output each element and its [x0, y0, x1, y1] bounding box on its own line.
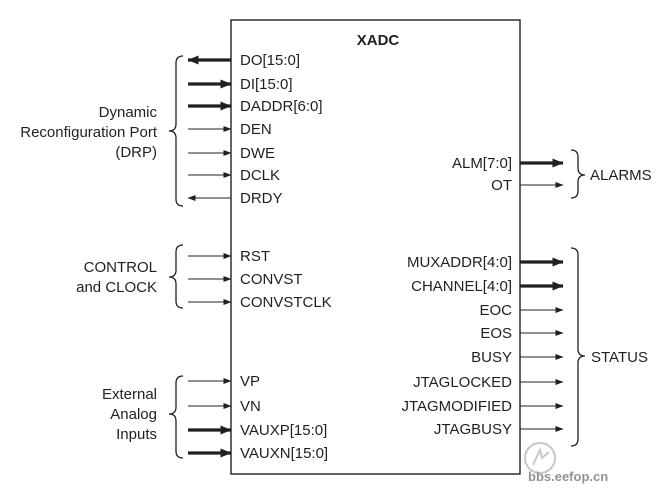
- port-vauxn-label: VAUXN[15:0]: [240, 445, 328, 462]
- watermark-logo-bolt: [532, 447, 550, 466]
- block-title: XADC: [357, 32, 400, 49]
- analog-label-line-2: Analog: [110, 406, 157, 423]
- drp-label-line-1: Dynamic: [99, 104, 158, 121]
- xadc-block: [230, 19, 521, 475]
- port-den-label: DEN: [240, 121, 272, 138]
- port-alm-label: ALM[7:0]: [452, 155, 512, 172]
- port-convstclk-label: CONVSTCLK: [240, 294, 332, 311]
- port-ot-label: OT: [491, 177, 512, 194]
- port-eoc-label: EOC: [479, 302, 512, 319]
- status-brace: [570, 247, 586, 447]
- port-busy-label: BUSY: [471, 349, 512, 366]
- port-dclk-label: DCLK: [240, 167, 280, 184]
- port-muxaddr-label: MUXADDR[4:0]: [407, 254, 512, 271]
- port-jtaglocked-label: JTAGLOCKED: [413, 374, 512, 391]
- port-jtagbusy-label: JTAGBUSY: [434, 421, 512, 438]
- port-vn-label: VN: [240, 398, 261, 415]
- drp-brace: [168, 55, 184, 207]
- status-label: STATUS: [591, 349, 648, 366]
- analog-brace: [168, 375, 184, 459]
- port-convst-label: CONVST: [240, 271, 303, 288]
- alarms-brace: [570, 149, 586, 199]
- port-group: DO[15:0] DI[15:0] DADDR[6:0] DEN DWE DCLK DRDY…: [187, 52, 564, 462]
- port-di-label: DI[15:0]: [240, 76, 293, 93]
- port-vauxp-label: VAUXP[15:0]: [240, 422, 327, 439]
- port-channel-label: CHANNEL[4:0]: [411, 278, 512, 295]
- watermark-logo: [524, 442, 556, 474]
- control-brace: [168, 244, 184, 309]
- port-eos-label: EOS: [480, 325, 512, 342]
- watermark: bbs.eefop.cn: [524, 442, 608, 484]
- port-do-label: DO[15:0]: [240, 52, 300, 69]
- drp-label-line-3: (DRP): [115, 144, 157, 161]
- analog-label-line-3: Inputs: [116, 426, 157, 443]
- control-label-line-1: CONTROL: [84, 259, 157, 276]
- drp-label-line-2: Reconfiguration Port: [20, 124, 158, 141]
- analog-label-line-1: External: [102, 386, 157, 403]
- port-dwe-label: DWE: [240, 145, 275, 162]
- alarms-label: ALARMS: [590, 167, 652, 184]
- control-label-line-2: and CLOCK: [76, 279, 157, 296]
- port-jtagmodified-label: JTAGMODIFIED: [401, 398, 512, 415]
- port-drdy-label: DRDY: [240, 190, 283, 207]
- port-vp-label: VP: [240, 373, 260, 390]
- port-rst-label: RST: [240, 248, 270, 265]
- watermark-url: bbs.eefop.cn: [528, 469, 608, 484]
- port-daddr-label: DADDR[6:0]: [240, 98, 323, 115]
